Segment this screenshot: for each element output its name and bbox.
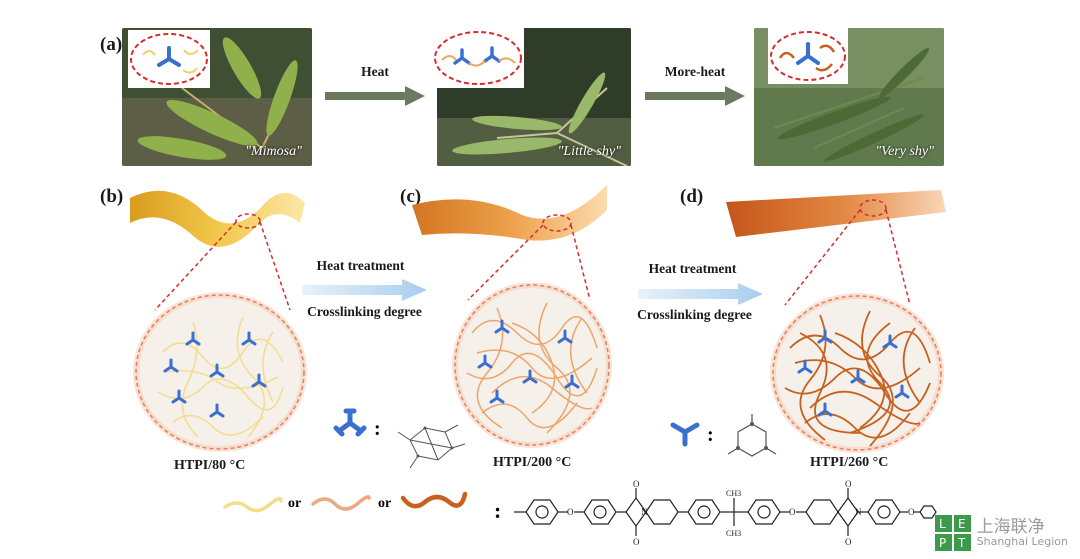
panel-label-c: (c) — [400, 186, 422, 207]
inset-molecule-b — [432, 28, 524, 88]
svg-text:O: O — [845, 537, 852, 546]
svg-text:N: N — [855, 507, 862, 517]
svg-text:O: O — [567, 507, 574, 517]
legend-colon-2: : — [707, 424, 714, 446]
legend-colon-1: : — [374, 418, 381, 440]
heat-treatment-label-1: Heat treatment — [316, 258, 405, 273]
ch3-bottom: CH3 — [726, 529, 741, 538]
chain-orange — [311, 495, 371, 511]
watermark-cn: 上海联净 — [976, 516, 1045, 537]
svg-text:O: O — [633, 479, 640, 489]
sample-label-80: HTPI/80 °C — [174, 458, 246, 473]
crosslinking-label-2: Crosslinking degree — [637, 307, 752, 322]
heat-treatment-label-2: Heat treatment — [648, 261, 737, 276]
svg-text:E: E — [958, 517, 966, 531]
photo-mimosa: "Mimosa" — [122, 28, 312, 166]
sample-label-260: HTPI/260 °C — [810, 455, 889, 470]
sheet-htpi-260 — [726, 190, 946, 237]
photo-caption-very-shy: "Very shy" — [875, 144, 934, 159]
legend-or-1: or — [288, 496, 302, 511]
svg-text:N: N — [641, 507, 648, 517]
svg-text:P: P — [939, 536, 946, 550]
chain-yellow — [223, 497, 283, 513]
photo-caption-mimosa: "Mimosa" — [245, 144, 302, 159]
more-heat-arrow-label: More-heat — [664, 64, 726, 79]
hmta-structure — [397, 424, 466, 469]
structure-colon: : — [494, 498, 502, 523]
sheet-htpi-200 — [412, 185, 607, 241]
lept-logo-icon: L E P T — [934, 515, 971, 551]
triazine-structure — [727, 414, 777, 457]
crosslinker-icon-hmta — [333, 408, 367, 437]
ch3-top: CH3 — [726, 489, 741, 498]
heat-arrow — [325, 86, 425, 106]
svg-text:T: T — [957, 536, 966, 550]
inset-molecule-c — [768, 28, 848, 84]
watermark: L E P T 上海联净 Shanghai Legion — [934, 515, 1068, 551]
panel-label-b: (b) — [100, 186, 124, 207]
more-heat-arrow — [645, 86, 745, 106]
mimosa-leaf-illustration — [122, 28, 312, 166]
watermark-en: Shanghai Legion — [976, 535, 1068, 549]
legend-or-2: or — [378, 496, 392, 511]
photo-caption-little-shy: "Little shy" — [557, 144, 621, 159]
polyimide-structure: O O O N O O O N O CH3 CH3 — [514, 479, 937, 546]
heat-arrow-label: Heat — [361, 64, 389, 79]
sheet-htpi-80 — [130, 190, 305, 247]
crosslinker-icon-tmt — [670, 422, 700, 447]
svg-text:L: L — [939, 517, 946, 531]
svg-text:O: O — [789, 507, 796, 517]
panel-label-d: (d) — [680, 186, 704, 207]
panel-label-a: (a) — [100, 34, 123, 55]
sample-label-200: HTPI/200 °C — [493, 455, 572, 470]
chain-dark — [400, 491, 468, 509]
heat-treatment-arrow-2 — [638, 283, 763, 305]
network-circle-200 — [452, 283, 612, 448]
inset-molecule-a — [128, 30, 210, 88]
network-circle-80 — [133, 292, 307, 452]
svg-text:O: O — [908, 507, 915, 517]
crosslinking-label-1: Crosslinking degree — [307, 304, 422, 319]
svg-text:O: O — [845, 479, 852, 489]
network-circle-260 — [770, 293, 944, 453]
svg-text:O: O — [633, 537, 640, 546]
heat-treatment-arrow-1 — [302, 279, 427, 301]
